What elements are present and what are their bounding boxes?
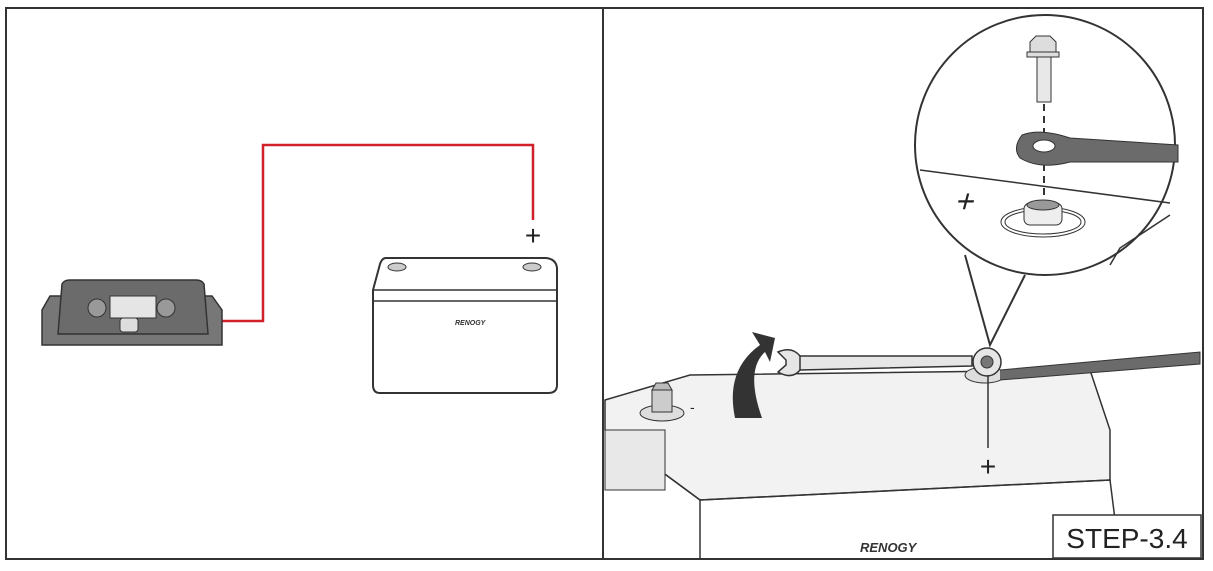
left-panel: RENOGY + [41,143,558,394]
right-panel: RENOGY - + [604,14,1202,560]
bolt [1026,35,1060,103]
step-label-box: STEP-3.4 [1052,514,1202,559]
magnified-view: + [914,14,1179,348]
charge-controller [41,279,223,346]
battery-logo-closeup: RENOGY [860,540,918,555]
wrench [776,347,1002,377]
battery-logo: RENOGY [455,320,487,327]
positive-label: + [980,451,996,482]
step-label: STEP-3.4 [1066,523,1187,554]
positive-wire [222,143,535,323]
positive-cable [999,351,1201,381]
rotate-arrow-icon [732,332,775,418]
negative-label: - [690,399,695,415]
positive-label: + [525,220,541,251]
battery: RENOGY [372,257,558,394]
negative-terminal-bolt [639,382,685,422]
negative-terminal [387,262,407,272]
positive-terminal [522,262,542,272]
terminal-post [1000,199,1086,238]
ring-terminal [1016,131,1179,166]
diagram-frame [5,7,1204,560]
battery-closeup: RENOGY - + [604,332,1201,560]
